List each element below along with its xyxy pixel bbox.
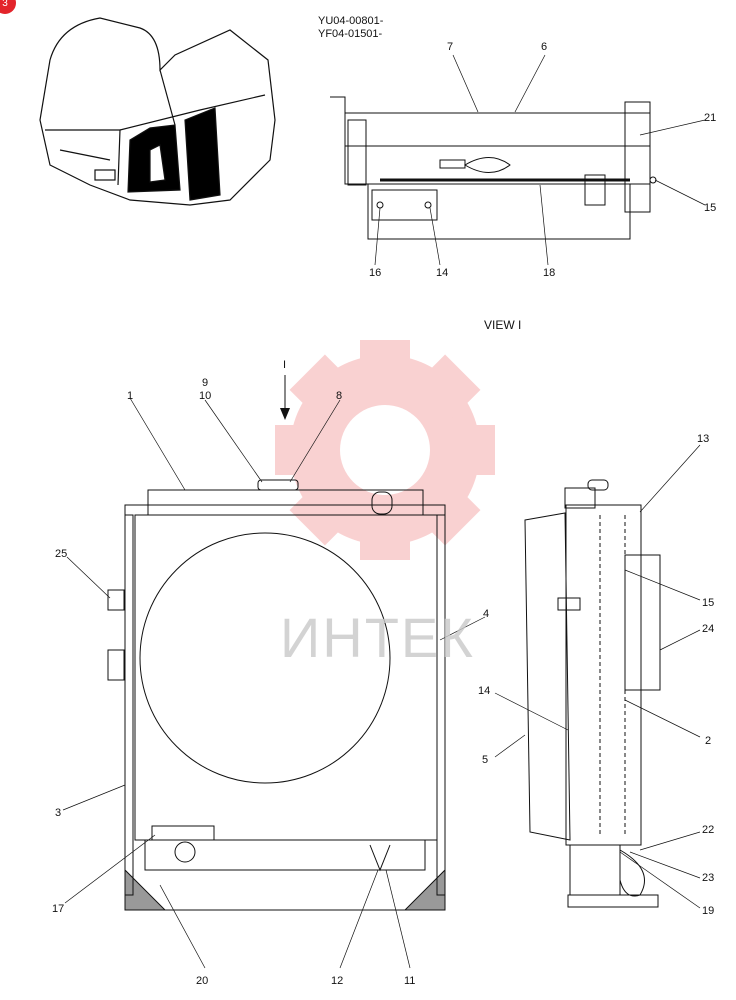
callout-20: 20 [196,975,209,987]
leader-lines [62,54,706,969]
callout-15-side: 15 [702,597,715,609]
top-view-drawing [330,96,657,240]
callout-14-top: 14 [436,267,449,279]
callout-22: 22 [702,824,715,836]
callout-11: 11 [404,975,416,987]
callout-view-i: I [283,359,287,371]
callout-7: 7 [447,41,454,53]
callout-1: 1 [127,390,134,402]
callout-6: 6 [541,41,548,53]
page-badge: 3 [0,0,16,14]
callout-10: 10 [199,390,212,402]
callout-15-top: 15 [704,202,717,214]
callout-9: 9 [202,377,209,389]
callout-16: 16 [369,267,382,279]
serial-line-2: YF04-01501- [318,28,383,40]
callout-24: 24 [702,623,715,635]
callout-8: 8 [336,390,343,402]
watermark-gear-icon [275,340,495,560]
callout-19: 19 [702,905,715,917]
callout-18: 18 [543,267,556,279]
callout-2: 2 [705,735,712,747]
serial-line-1: YU04-00801- [318,15,384,27]
excavator-thumbnail [39,17,276,206]
callout-3: 3 [55,807,62,819]
callout-5: 5 [482,754,489,766]
callout-13: 13 [697,433,710,445]
view-label: VIEW I [484,318,522,332]
callout-17: 17 [52,903,65,915]
view-arrow-head-icon [280,408,290,420]
callout-23: 23 [702,872,715,884]
callout-14-side: 14 [478,685,491,697]
callout-4: 4 [483,608,490,620]
callout-21: 21 [704,112,717,124]
callout-25: 25 [55,548,68,560]
front-view-drawing [107,479,446,911]
side-view-drawing [524,479,661,908]
watermark-text: ИНТЕК [280,606,475,669]
callout-12: 12 [331,975,344,987]
